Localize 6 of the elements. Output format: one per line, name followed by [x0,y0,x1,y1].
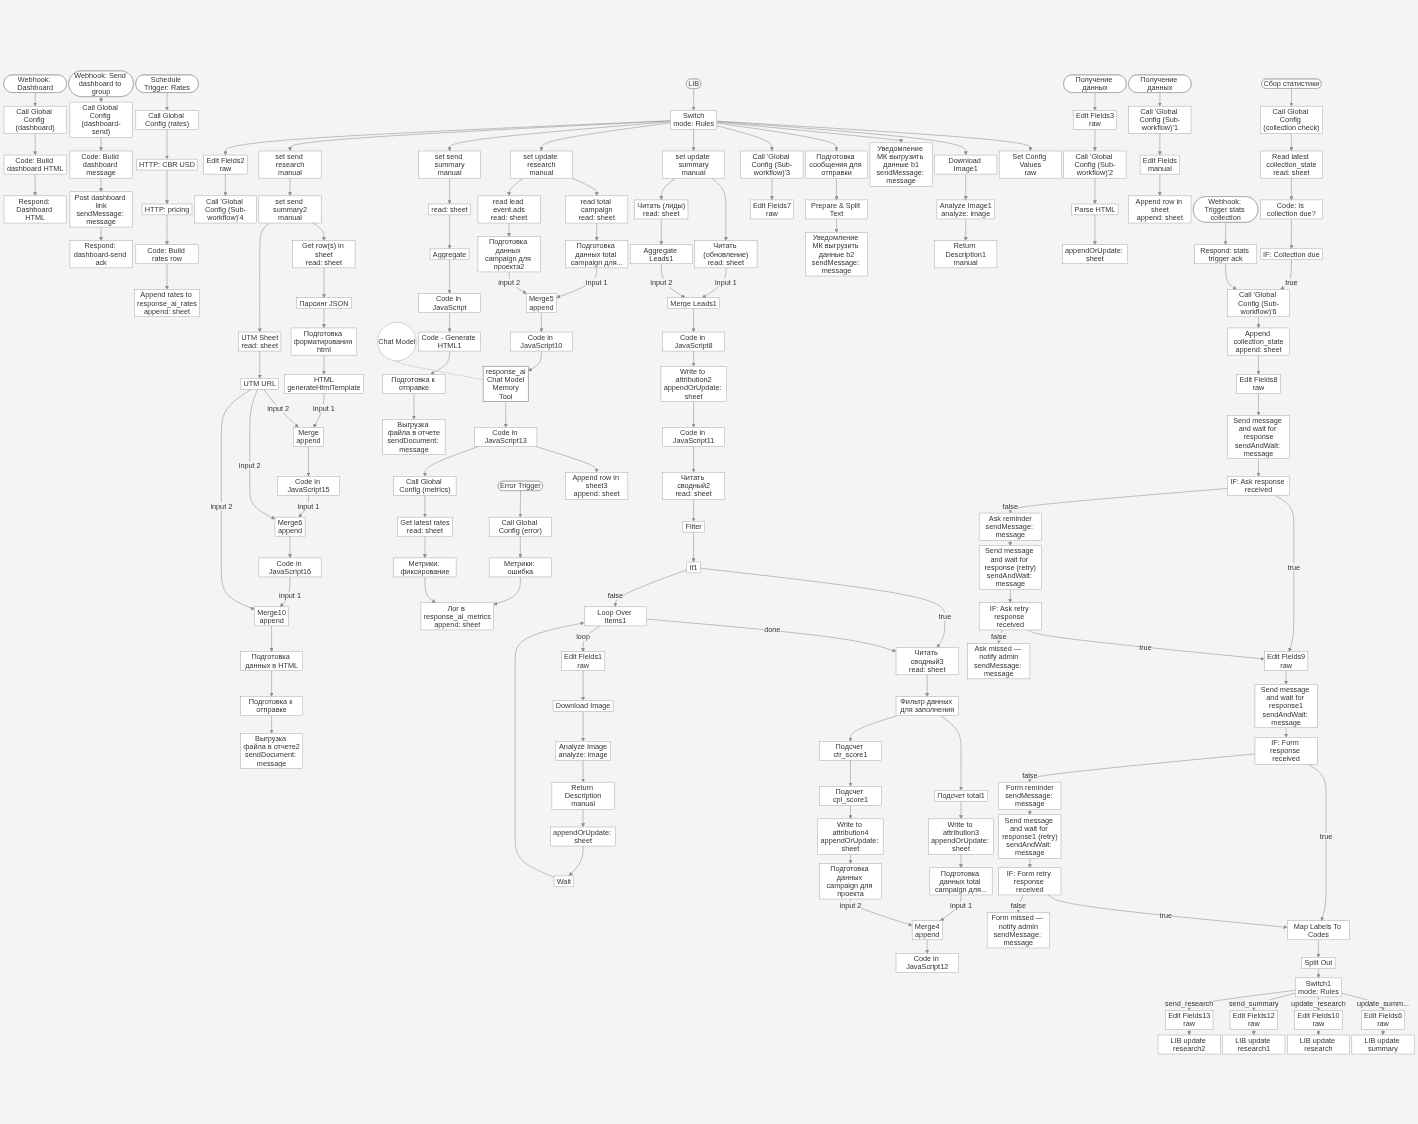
arrow [1251,1028,1256,1035]
arrow [1316,1028,1321,1035]
arrow [99,96,104,102]
arrow [1008,539,1013,546]
arrow [1381,1028,1385,1035]
connector [396,360,484,380]
